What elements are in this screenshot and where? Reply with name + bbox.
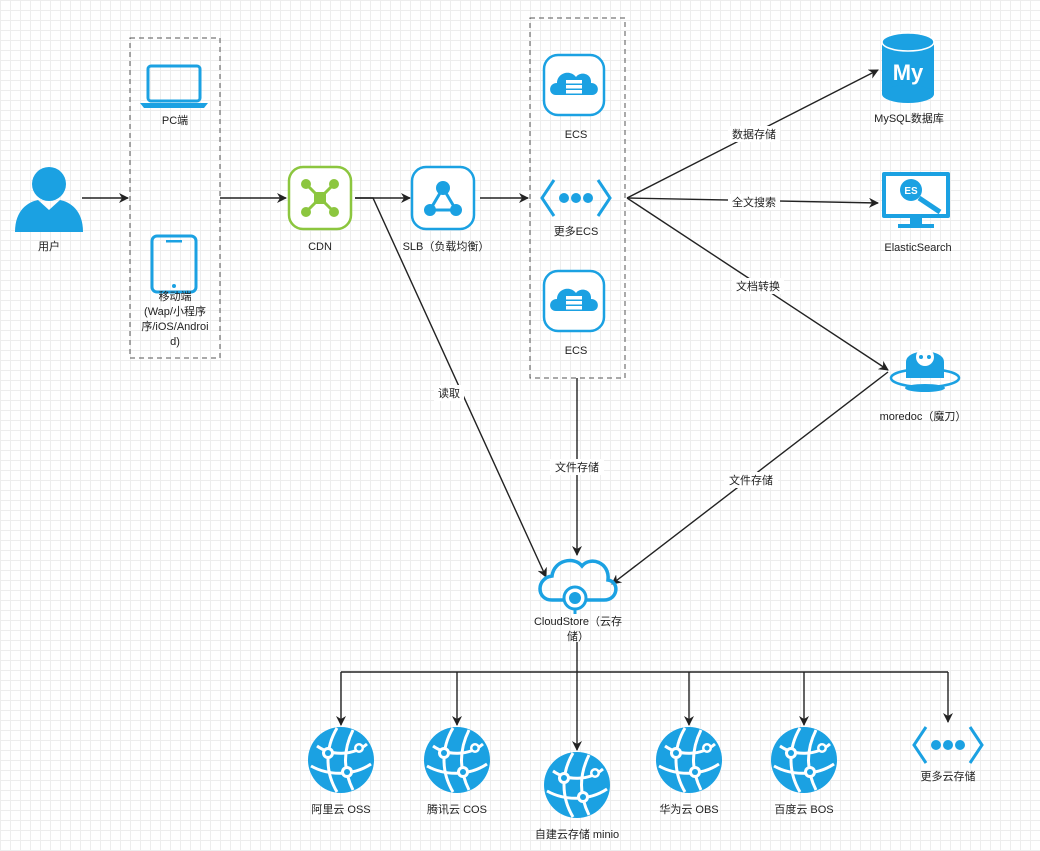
cloud-storage-icon bbox=[538, 558, 618, 614]
globe-icon bbox=[422, 725, 492, 795]
svg-text:读取: 读取 bbox=[438, 386, 460, 400]
minio-label: 自建云存储 minio bbox=[535, 827, 619, 841]
edge-cdn-to-cloudstore bbox=[355, 197, 547, 578]
more-storage-node[interactable]: 更多云存储 bbox=[912, 725, 984, 783]
svg-text:文件存储: 文件存储 bbox=[729, 473, 773, 487]
edge-label-data-storage: 数据存储 bbox=[728, 126, 780, 142]
svg-text:全文搜索: 全文搜索 bbox=[732, 195, 776, 209]
cloudstore-label-line-1: CloudStore（云存 bbox=[534, 614, 622, 628]
edge-label-doc-convert: 文档转换 bbox=[732, 278, 784, 294]
edge-label-fulltext-search: 全文搜索 bbox=[728, 194, 780, 210]
ecs-server-icon bbox=[542, 53, 606, 117]
mysql-badge: My bbox=[893, 60, 924, 85]
database-icon: My bbox=[881, 32, 935, 103]
more-storage-icon bbox=[912, 725, 984, 765]
slb-node[interactable]: SLB（负载均衡） bbox=[403, 165, 490, 253]
more-storage-label: 更多云存储 bbox=[921, 769, 976, 783]
globe-icon bbox=[654, 725, 724, 795]
mobile-node[interactable]: 移动端 (Wap/小程序 序/iOS/Androi d) bbox=[141, 234, 209, 348]
more-ecs-label: 更多ECS bbox=[554, 224, 599, 238]
elasticsearch-label: ElasticSearch bbox=[884, 242, 951, 254]
client-group-box bbox=[129, 37, 221, 359]
load-balancer-icon bbox=[410, 165, 476, 231]
edge-label-read: 读取 bbox=[434, 385, 464, 401]
ecs-top-label: ECS bbox=[565, 129, 588, 141]
mobile-label-line-4: d) bbox=[170, 336, 180, 348]
slb-label: SLB（负载均衡） bbox=[403, 239, 490, 253]
pc-label: PC端 bbox=[162, 114, 188, 127]
more-ecs-node[interactable]: 更多ECS bbox=[540, 178, 612, 238]
cdn-label: CDN bbox=[308, 241, 332, 253]
tencent-cos-label: 腾讯云 COS bbox=[427, 802, 487, 816]
phone-icon bbox=[150, 234, 198, 294]
ecs-bottom-label: ECS bbox=[565, 345, 588, 357]
user-label: 用户 bbox=[38, 239, 60, 253]
globe-icon bbox=[769, 725, 839, 795]
cloudstore-label-line-2: 储） bbox=[567, 629, 589, 643]
cdn-icon bbox=[287, 165, 353, 231]
elasticsearch-icon: ES bbox=[882, 172, 950, 228]
moredoc-node[interactable]: moredoc（魔刀） bbox=[880, 348, 967, 423]
baidu-bos-node[interactable]: 百度云 BOS bbox=[769, 725, 839, 816]
mysql-label: MySQL数据库 bbox=[874, 111, 944, 125]
svg-text:文件存储: 文件存储 bbox=[555, 460, 599, 474]
aliyun-oss-label: 阿里云 OSS bbox=[311, 803, 370, 816]
more-ecs-icon bbox=[540, 178, 612, 218]
svg-text:文档转换: 文档转换 bbox=[736, 279, 780, 293]
ecs-server-icon bbox=[542, 269, 606, 333]
svg-text:数据存储: 数据存储 bbox=[732, 127, 776, 141]
minio-node[interactable]: 自建云存储 minio bbox=[535, 750, 619, 841]
globe-icon bbox=[306, 725, 376, 795]
ecs-group-box bbox=[529, 17, 626, 379]
mobile-label-line-3: 序/iOS/Androi bbox=[141, 319, 208, 333]
es-badge: ES bbox=[904, 186, 918, 197]
cdn-node[interactable]: CDN bbox=[287, 165, 353, 253]
tencent-cos-node[interactable]: 腾讯云 COS bbox=[422, 725, 492, 816]
user-node[interactable]: 用户 bbox=[15, 167, 83, 253]
moredoc-icon bbox=[889, 348, 961, 392]
laptop-icon bbox=[140, 64, 208, 108]
cloudstore-node[interactable]: CloudStore（云存 储） bbox=[534, 558, 622, 643]
mysql-node[interactable]: My MySQL数据库 bbox=[874, 32, 944, 125]
mobile-label-line-1: 移动端 bbox=[159, 290, 192, 303]
elasticsearch-node[interactable]: ES ElasticSearch bbox=[882, 172, 952, 254]
baidu-bos-label: 百度云 BOS bbox=[774, 802, 833, 816]
pc-node[interactable]: PC端 bbox=[140, 64, 208, 127]
moredoc-label: moredoc（魔刀） bbox=[880, 409, 967, 423]
edge-label-file-storage-ecs: 文件存储 bbox=[550, 459, 604, 475]
ecs-top-node[interactable]: ECS bbox=[542, 53, 606, 141]
user-icon bbox=[15, 167, 83, 232]
huawei-obs-node[interactable]: 华为云 OBS bbox=[654, 725, 724, 816]
globe-icon bbox=[542, 750, 612, 820]
ecs-bottom-node[interactable]: ECS bbox=[542, 269, 606, 357]
aliyun-oss-node[interactable]: 阿里云 OSS bbox=[306, 725, 376, 816]
edge-label-file-storage-moredoc: 文件存储 bbox=[724, 472, 778, 488]
mobile-label-line-2: (Wap/小程序 bbox=[144, 304, 206, 318]
huawei-obs-label: 华为云 OBS bbox=[659, 802, 718, 816]
